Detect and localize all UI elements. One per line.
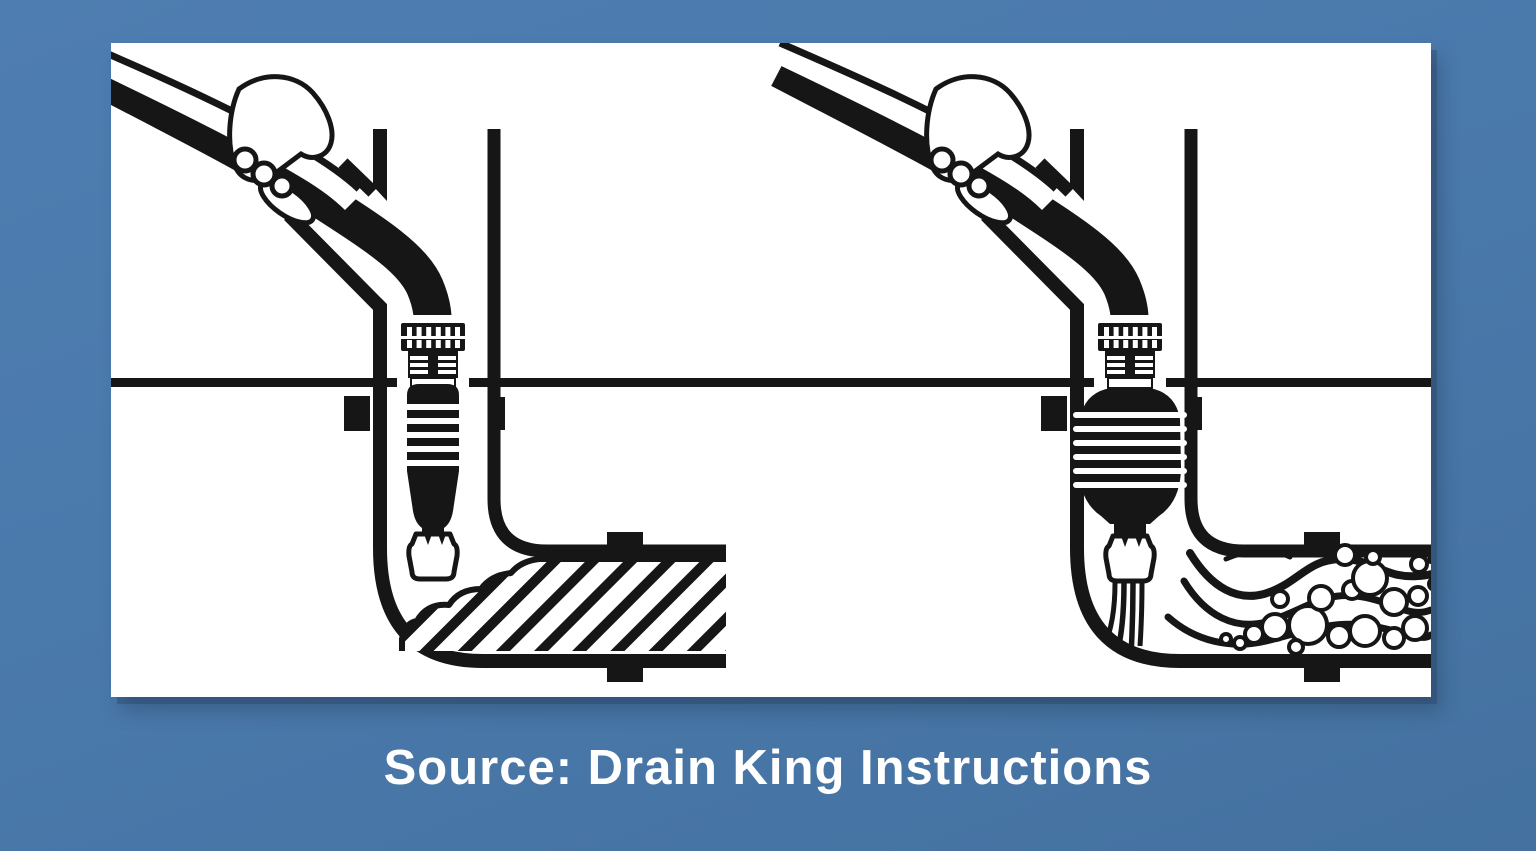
trap-right-wall [487,129,726,558]
bubble [1232,635,1248,651]
trap-right-wall [1184,129,1431,558]
trap-left-wall [284,210,726,668]
spray-nozzle [1103,533,1157,584]
drain-king-device [1073,315,1187,656]
pipe-tab [1185,397,1202,430]
drain-illustration [111,51,771,682]
funnel-stub [373,129,387,201]
drain-king-device [397,315,469,582]
pipe-clog [399,556,726,651]
figure-cleared-drain [771,43,1431,697]
fingertip [966,173,992,199]
bubble [1401,614,1429,642]
fingertip [250,160,278,188]
hose-body [111,62,452,336]
pipe-tab [607,664,643,682]
pipe-tab [488,397,505,430]
bubble [1382,626,1406,650]
bubble [1379,587,1409,617]
bubble [1219,632,1233,646]
bubble [1307,584,1335,612]
fingertip [231,146,259,174]
drain-bladder-deflated [402,384,464,534]
illustration-panel [111,43,1431,697]
hose-coupling [1098,323,1162,389]
funnel-jog [338,158,378,197]
bubble [1333,543,1357,567]
source-caption: Source: Drain King Instructions [383,741,1153,795]
pipe-tab [1041,396,1067,431]
bubble [1409,554,1429,574]
bubble [1351,559,1389,597]
fingertip [269,173,295,199]
hose-body [771,52,1149,336]
bubble [1287,604,1329,646]
bubble [1427,577,1431,591]
hose-coupling [401,323,465,389]
hand [227,74,335,226]
water-bubbles [1219,543,1431,656]
bubble [1407,585,1429,607]
funnel-stub [1070,129,1084,201]
drain-bladder-inflated [1073,389,1187,536]
fingertip [928,146,956,174]
bubble [1287,638,1305,656]
fingertip [947,160,975,188]
pipe-tab [1304,664,1340,682]
bubble [1348,614,1382,648]
funnel-jog [1035,158,1075,197]
pipe-tab [607,532,643,550]
hand [924,74,1032,226]
drain-illustration [771,43,1431,682]
pipe-tab [1304,532,1340,550]
bubble [1364,548,1382,566]
water-spray [1103,582,1145,656]
pipe-tab [344,396,370,431]
bubble [1270,589,1290,609]
trap-left-wall [981,210,1431,668]
spray-nozzle [406,531,460,582]
bubble [1326,623,1352,649]
bubble [1260,612,1290,642]
figure-clogged-drain [111,43,771,697]
